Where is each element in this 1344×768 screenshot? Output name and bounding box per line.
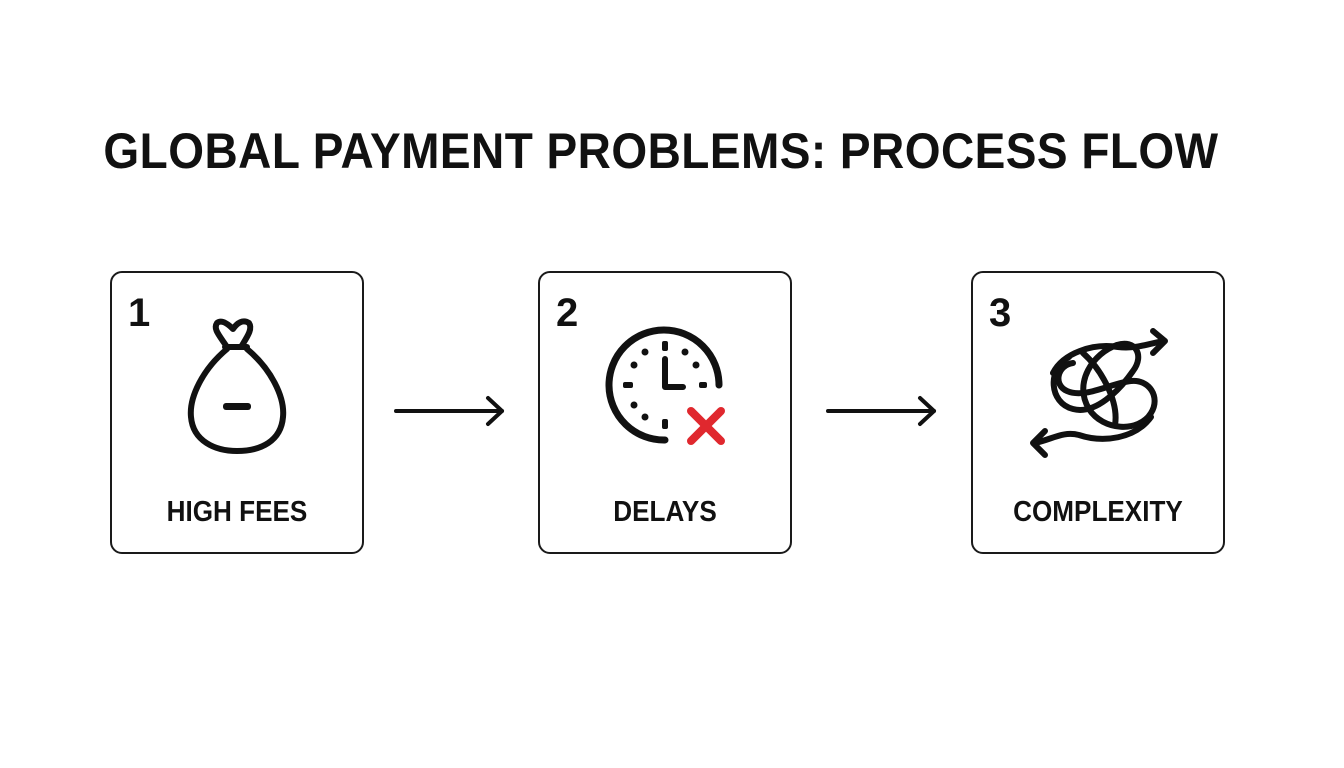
step-card-complexity: 3 COMPLEXITY bbox=[971, 271, 1225, 554]
clock-cross-icon bbox=[540, 313, 790, 463]
money-bag-minus-icon bbox=[112, 313, 362, 463]
diagram-title: GLOBAL PAYMENT PROBLEMS: PROCESS FLOW bbox=[103, 123, 1219, 179]
step-card-delays: 2 bbox=[538, 271, 792, 554]
step-label: DELAYS bbox=[613, 496, 717, 528]
step-label: COMPLEXITY bbox=[1013, 496, 1183, 528]
step-number: 1 bbox=[128, 291, 151, 335]
right-arrow-icon bbox=[826, 396, 936, 426]
step-label: HIGH FEES bbox=[166, 496, 308, 528]
step-card-high-fees: 1 HIGH FEES bbox=[110, 271, 364, 554]
tangled-arrows-icon bbox=[973, 313, 1223, 463]
right-arrow-icon bbox=[394, 396, 504, 426]
step-number: 2 bbox=[556, 291, 579, 335]
step-number: 3 bbox=[989, 291, 1012, 335]
